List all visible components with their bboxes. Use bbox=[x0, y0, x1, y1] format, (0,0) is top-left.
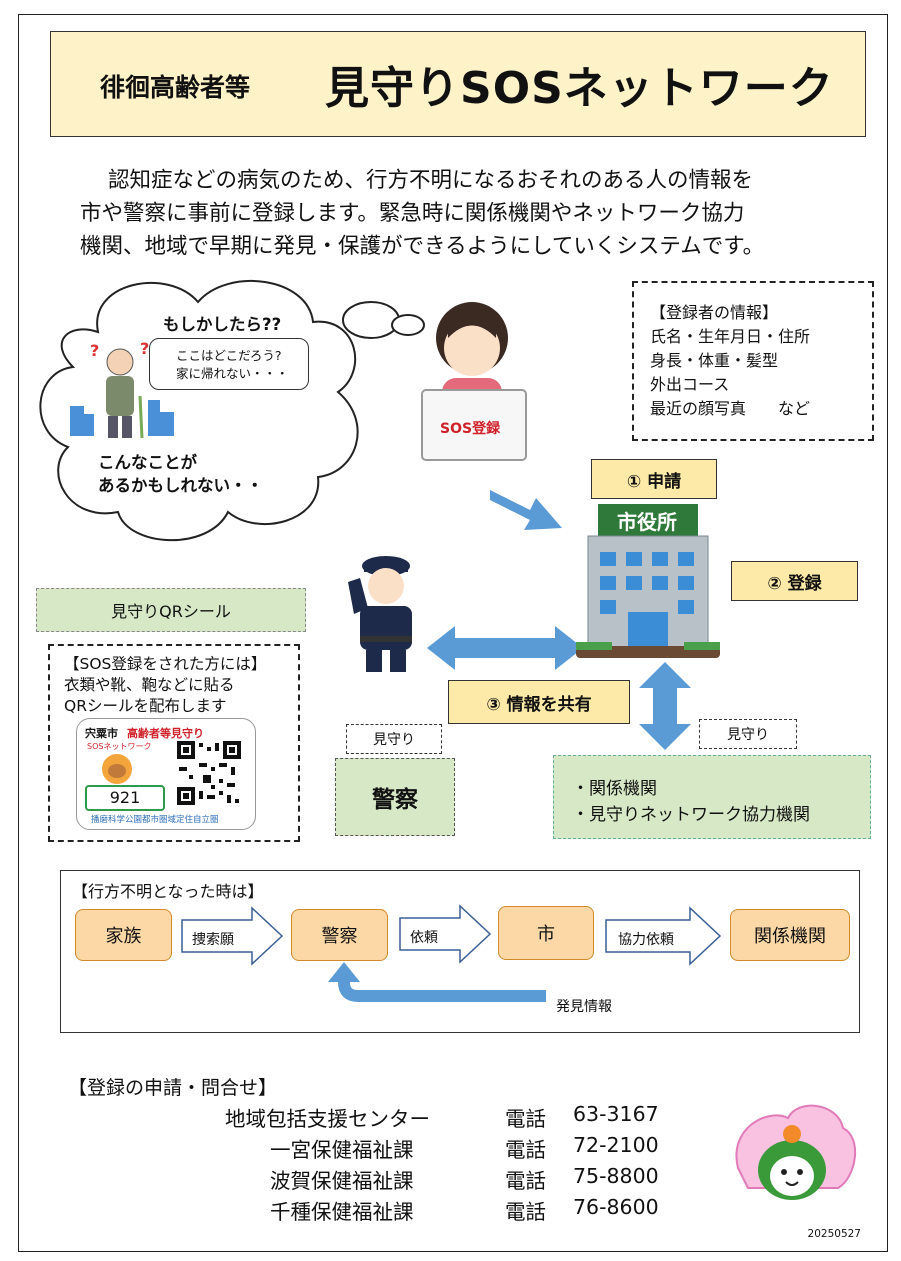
contact-phone: 75-8800 bbox=[573, 1164, 659, 1188]
registrant-info-line: 身長・体重・髪型 bbox=[650, 351, 779, 370]
speech-bubble: ここはどこだろう? 家に帰れない・・・ bbox=[149, 338, 309, 390]
contact-phone: 63-3167 bbox=[573, 1102, 659, 1126]
flow-node-police: 警察 bbox=[291, 909, 388, 961]
flow-arrow-1-icon bbox=[181, 906, 284, 966]
qr-info-line: QRシールを配布します bbox=[64, 697, 227, 715]
page-title: 見守りSOSネットワーク bbox=[325, 63, 834, 114]
flow-arrow-3-icon bbox=[605, 906, 722, 966]
elderly-man-icon: ? ? bbox=[70, 340, 174, 439]
thought-line: こんなことが bbox=[98, 453, 197, 472]
partner-line: ・関係機関 bbox=[572, 779, 657, 799]
partner-organizations-box: ・関係機関 ・見守りネットワーク協力機関 bbox=[553, 755, 871, 839]
city-hall-sign: 市役所 bbox=[617, 510, 677, 534]
intro-line: 市や警察に事前に登録します。緊急時に関係機関やネットワーク協力 bbox=[80, 201, 745, 226]
contact-phone: 72-2100 bbox=[573, 1133, 659, 1157]
sticker-network: SOSネットワーク bbox=[87, 742, 152, 751]
thought-line: あるかもしれない・・ bbox=[98, 476, 263, 495]
step-share-label: ③ 情報を共有 bbox=[448, 680, 630, 724]
title-prefix: 徘徊高齢者等 bbox=[100, 73, 251, 102]
intro-text: 認知症などの病気のため、行方不明になるおそれのある人の情報を 市や警察に事前に登… bbox=[80, 164, 840, 263]
qr-code-icon bbox=[175, 739, 243, 807]
missing-heading: 【行方不明となった時は】 bbox=[72, 882, 264, 901]
page-frame bbox=[18, 14, 888, 1252]
sticker-number: 921 bbox=[85, 785, 165, 811]
police-box: 警察 bbox=[335, 758, 455, 836]
flow-arrow-label-1: 捜索願 bbox=[192, 932, 234, 948]
city-hall-building-icon bbox=[576, 504, 720, 658]
contact-phone-label: 電話 bbox=[505, 1200, 546, 1224]
flow-arrow-label-2: 依頼 bbox=[410, 930, 438, 946]
thought-top-text: もしかしたら?? bbox=[163, 315, 282, 334]
sticker-footer: 播磨科学公園都市圏域定住自立圏 bbox=[91, 815, 219, 825]
registrant-info-box: 【登録者の情報】 氏名・生年月日・住所 身長・体重・髪型 外出コース 最近の顔写… bbox=[632, 281, 874, 441]
flow-node-agencies: 関係機関 bbox=[730, 909, 850, 961]
sticker-city: 宍粟市 bbox=[85, 727, 118, 740]
intro-line: 機関、地域で早期に発見・保護ができるようにしていくシステムです。 bbox=[80, 234, 765, 259]
contact-heading: 【登録の申請・問合せ】 bbox=[68, 1077, 278, 1099]
sos-sign-text: SOS登録 bbox=[440, 421, 501, 437]
contact-phone-label: 電話 bbox=[505, 1169, 546, 1193]
title-banner bbox=[50, 31, 866, 137]
qr-info-box: 【SOS登録をされた方には】 衣類や靴、鞄などに貼る QRシールを配布します bbox=[48, 644, 300, 842]
registrant-info-line: 最近の顔写真 など bbox=[650, 399, 811, 418]
flow-node-city: 市 bbox=[498, 906, 594, 960]
contact-name: 一宮保健福祉課 bbox=[270, 1138, 414, 1162]
mimamori-label-police: 見守り bbox=[346, 724, 442, 754]
qr-sticker-sample: 宍粟市 高齢者等見守り SOSネットワーク 921 播磨科学公園都市圏域定住自立… bbox=[76, 718, 256, 830]
contact-phone-label: 電話 bbox=[505, 1107, 546, 1131]
contact-phone-label: 電話 bbox=[505, 1138, 546, 1162]
svg-text:?: ? bbox=[90, 341, 99, 360]
speech-line: ここはどこだろう? bbox=[176, 348, 282, 363]
contact-phone: 76-8600 bbox=[573, 1195, 659, 1219]
step-register-label: ② 登録 bbox=[731, 561, 858, 601]
woman-holding-sign-icon bbox=[421, 302, 527, 461]
return-arrow-icon bbox=[328, 962, 546, 1002]
double-arrow-vertical-icon bbox=[639, 662, 691, 750]
city-mascot-icon bbox=[735, 1104, 857, 1200]
flow-arrow-2-icon bbox=[399, 904, 492, 964]
qr-info-line: 【SOS登録をされた方には】 bbox=[64, 655, 267, 673]
qr-info-line: 衣類や靴、鞄などに貼る bbox=[64, 676, 235, 694]
intro-line: 認知症などの病気のため、行方不明になるおそれのある人の情報を bbox=[108, 168, 754, 193]
return-label: 発見情報 bbox=[556, 999, 612, 1015]
partner-line: ・見守りネットワーク協力機関 bbox=[572, 805, 810, 825]
flow-node-family: 家族 bbox=[75, 909, 172, 961]
sticker-title: 高齢者等見守り bbox=[127, 727, 204, 740]
thought-bottom-text: こんなことが あるかもしれない・・ bbox=[98, 451, 263, 497]
mimamori-label-partners: 見守り bbox=[699, 719, 797, 749]
flow-arrow-label-3: 協力依頼 bbox=[618, 932, 674, 948]
arrow-down-right-icon bbox=[490, 490, 562, 530]
police-officer-icon bbox=[348, 556, 412, 672]
contact-name: 地域包括支援センター bbox=[225, 1107, 430, 1131]
missing-person-flow bbox=[60, 870, 860, 1033]
registrant-info-line: 外出コース bbox=[650, 375, 730, 394]
qr-sticker-label: 見守りQRシール bbox=[36, 588, 306, 632]
contact-name: 波賀保健福祉課 bbox=[270, 1169, 414, 1193]
deer-icon bbox=[102, 754, 132, 784]
contact-name: 千種保健福祉課 bbox=[270, 1200, 414, 1224]
date-code: 20250527 bbox=[807, 1228, 861, 1240]
double-arrow-horizontal-icon bbox=[427, 626, 583, 670]
registrant-info-heading: 【登録者の情報】 bbox=[650, 303, 779, 322]
svg-text:?: ? bbox=[140, 340, 149, 358]
step-apply-label: ① 申請 bbox=[591, 459, 717, 499]
speech-line: 家に帰れない・・・ bbox=[176, 366, 289, 381]
registrant-info-line: 氏名・生年月日・住所 bbox=[650, 327, 811, 346]
